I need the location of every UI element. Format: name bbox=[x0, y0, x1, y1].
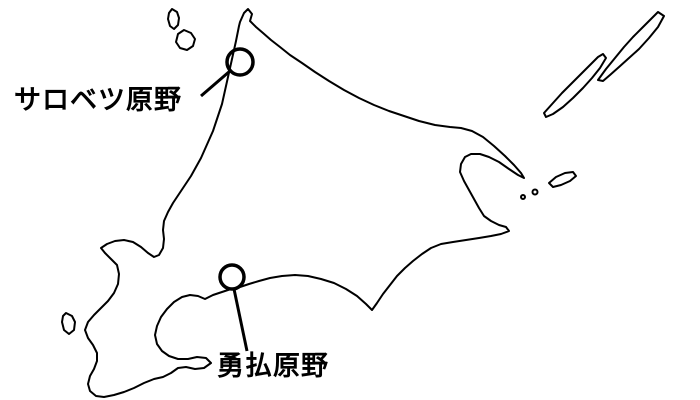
label-yufutsu: 勇払原野 bbox=[217, 351, 329, 382]
marker-sarobetsu-circle bbox=[225, 47, 255, 77]
marker-group bbox=[200, 47, 255, 352]
leader-line-yufutsu bbox=[232, 288, 249, 352]
marker-yufutsu-circle bbox=[218, 263, 246, 291]
island-etorofu bbox=[597, 11, 665, 82]
island-okushiri bbox=[61, 312, 76, 335]
island-kunashiri bbox=[543, 53, 607, 118]
leader-line-sarobetsu bbox=[200, 69, 231, 98]
hokkaido-outline bbox=[84, 8, 525, 398]
coastline-group bbox=[61, 8, 665, 398]
island-rebun bbox=[167, 8, 180, 30]
label-sarobetsu: サロベツ原野 bbox=[14, 85, 182, 116]
island-shikotan bbox=[548, 171, 577, 188]
island-rishiri bbox=[175, 29, 196, 51]
island-habomai-islet bbox=[531, 188, 539, 196]
island-habomai-islet bbox=[520, 194, 526, 200]
